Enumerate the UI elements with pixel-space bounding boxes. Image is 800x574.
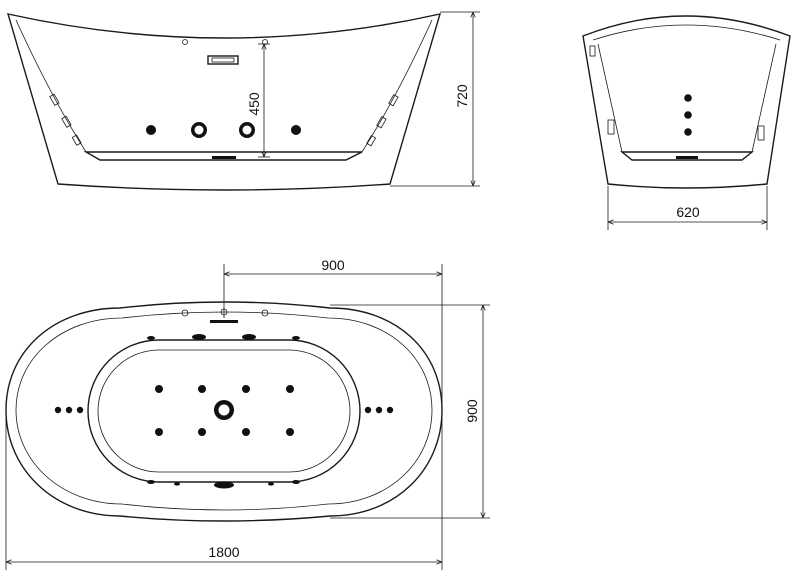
end-jet-2 — [684, 111, 692, 119]
end-outer-shell — [582, 15, 791, 189]
side-jet-1 — [146, 125, 156, 135]
top-view: 900 900 1800 — [5, 257, 490, 570]
dim-900w-label: 900 — [464, 399, 480, 423]
top-rim-jets-right — [364, 406, 394, 414]
top-rim-jets-left — [54, 406, 84, 414]
end-inner-right — [751, 43, 777, 153]
side-wall-jets-left — [49, 93, 82, 146]
side-inner-wall — [15, 19, 87, 153]
end-side-fitting-left — [607, 119, 615, 135]
end-drain — [676, 156, 698, 159]
top-drain-center — [218, 404, 230, 416]
end-jet-3 — [684, 128, 692, 136]
end-rim — [592, 24, 781, 41]
top-rim-fittings-upper — [147, 308, 300, 340]
end-view: 620 — [582, 15, 791, 230]
end-side-fitting-right — [757, 125, 765, 141]
end-top-fitting — [589, 45, 596, 57]
side-jet-2 — [291, 125, 301, 135]
end-bowl-line — [620, 151, 754, 161]
side-drain — [212, 156, 236, 159]
side-wall-jets-right — [366, 94, 399, 147]
top-inner-rim — [15, 311, 433, 511]
side-view: 450 720 — [6, 11, 480, 191]
side-bowl-line — [83, 151, 363, 161]
dim-900h-label: 900 — [321, 257, 345, 273]
dim-450-label: 450 — [246, 92, 262, 116]
dim-1800-label: 1800 — [208, 544, 239, 560]
top-rim-fittings-lower — [147, 480, 300, 489]
side-outer-shell — [6, 13, 442, 191]
side-jet-big-2-ring — [242, 125, 252, 135]
side-jet-big-1-ring — [194, 125, 204, 135]
side-inner-wall-right — [361, 19, 433, 153]
overflow-fitting — [207, 55, 239, 65]
end-jet-1 — [684, 94, 692, 102]
overflow-fitting-inner — [211, 57, 235, 63]
top-basin-jets — [155, 385, 294, 436]
dim-620-label: 620 — [676, 204, 700, 220]
end-inner-left — [597, 43, 623, 153]
top-basin-inner — [97, 349, 351, 473]
dim-720-label: 720 — [454, 84, 470, 108]
side-top-fitting — [182, 39, 188, 45]
